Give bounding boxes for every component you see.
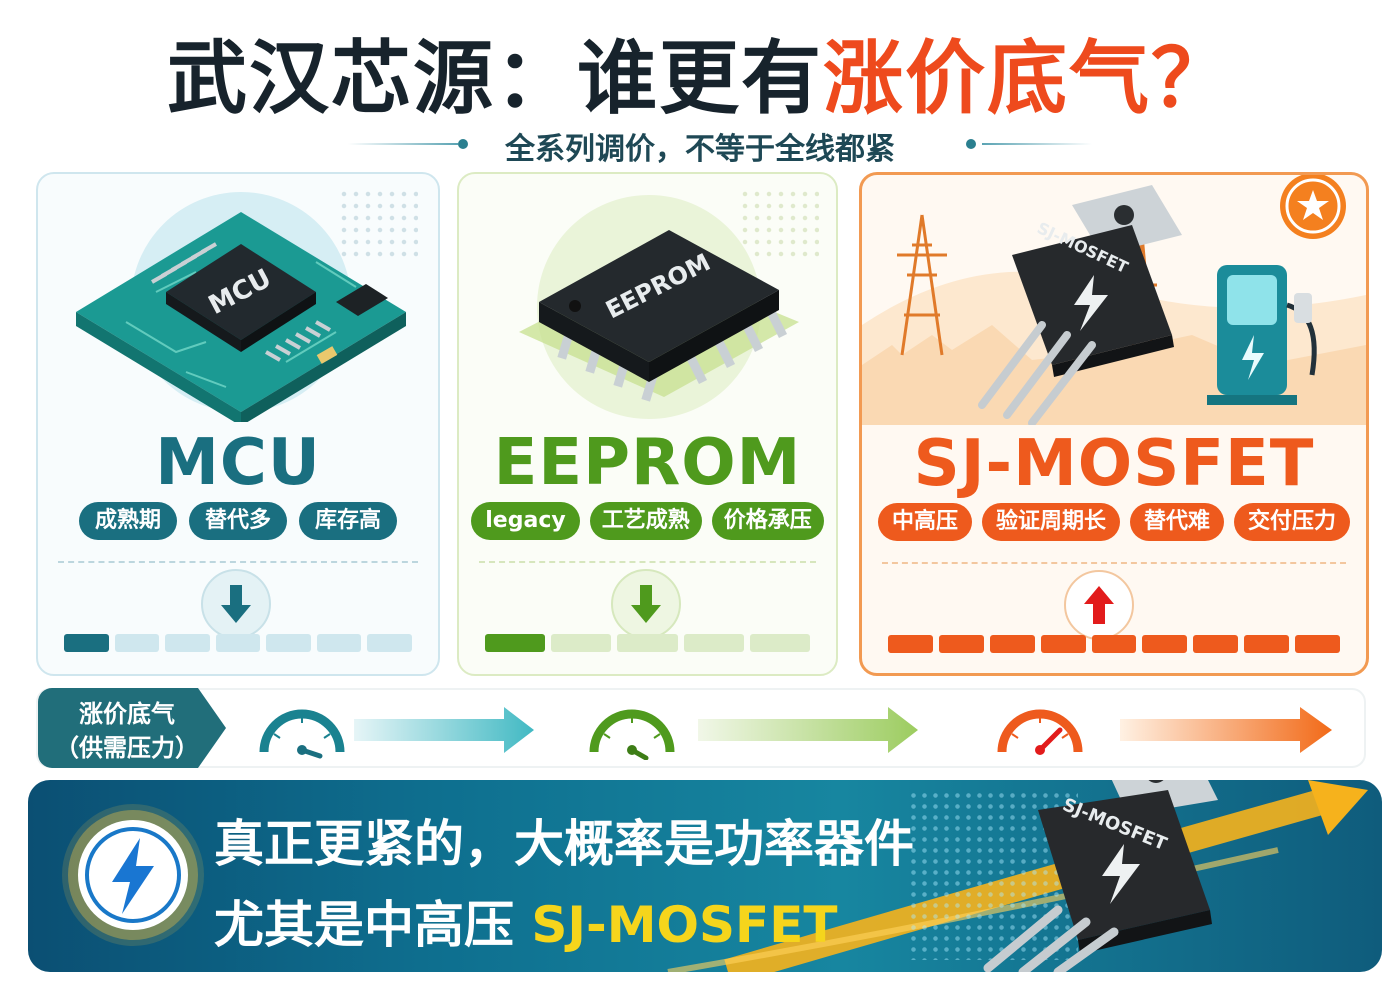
sj-mosfet-illustration: SJ-MOSFET [862, 185, 1366, 425]
arrow-down-icon [201, 569, 271, 639]
pressure-segment [749, 634, 811, 652]
card-eeprom: EEPROM EEPROM legacy 工艺成熟 价格承压 [457, 172, 838, 676]
banner-line2-prefix: 尤其是中高压 [214, 896, 532, 954]
pressure-segment [1295, 635, 1341, 653]
tag-row-eeprom: legacy 工艺成熟 价格承压 [459, 502, 836, 540]
banner-sj-mosfet-chip: SJ-MOSFET [983, 780, 1218, 972]
band-label-line1: 涨价底气 [79, 700, 175, 728]
pressure-segment [1142, 635, 1188, 653]
chip-name-eeprom: EEPROM [493, 426, 802, 500]
divider [58, 561, 418, 563]
chip-name-sj-mosfet: SJ-MOSFET [913, 427, 1315, 501]
pressure-segment [888, 635, 933, 653]
decor-dots [338, 188, 418, 258]
decor-dots [739, 188, 819, 258]
pressure-segment [266, 634, 311, 652]
star-icon [1280, 175, 1346, 239]
gauge-icon [589, 709, 675, 760]
band-label: 涨价底气 （供需压力） [38, 688, 226, 768]
pressure-segment [367, 634, 413, 652]
pressure-segment [64, 634, 109, 652]
pressure-segment [683, 634, 744, 652]
title-dark-part: 武汉芯源：谁更有 [167, 32, 823, 125]
pressure-segment [1244, 635, 1290, 653]
subtitle-row: 全系列调价，不等于全线都紧 [0, 122, 1400, 167]
tag-sj-1: 中高压 [877, 503, 972, 541]
sj-mosfet-chip: SJ-MOSFET [978, 185, 1182, 425]
pressure-segment [1091, 635, 1137, 653]
subtitle-left-line [348, 143, 458, 145]
arrow-down-icon [611, 569, 681, 639]
band-arrow-mcu [354, 707, 534, 753]
gauge-icon [997, 709, 1083, 755]
tag-eeprom-2: 工艺成熟 [589, 502, 702, 540]
eeprom-chip-illustration: EEPROM [519, 195, 799, 419]
ev-charger-icon [1207, 265, 1317, 405]
pressure-segment [215, 634, 261, 652]
pressure-segment [1193, 635, 1239, 653]
conclusion-banner: 真正更紧的，大概率是功率器件 尤其是中高压 SJ-MOSFET SJ-MOSFE… [28, 780, 1382, 972]
band-label-line2: （供需压力） [55, 734, 199, 762]
tag-sj-4: 交付压力 [1234, 503, 1351, 541]
pressure-bar-eeprom [485, 634, 811, 652]
pressure-segment [938, 635, 984, 653]
tag-mcu-3: 库存高 [299, 502, 398, 540]
tag-sj-3: 替代难 [1130, 503, 1225, 541]
tag-row-mcu: 成熟期 替代多 库存高 [38, 502, 438, 540]
card-sj-mosfet: SJ-MOSFET SJ-MOSFET 中高压 验证周期长 替代难 交付压力 [859, 172, 1369, 676]
page-title: 武汉芯源：谁更有涨价底气？ [0, 14, 1400, 130]
divider [479, 561, 816, 563]
band-arrow-sj-mosfet [1120, 707, 1332, 753]
subtitle-right-dot [966, 139, 976, 149]
pressure-band: 涨价底气 （供需压力） [36, 688, 1366, 768]
band-arrow-eeprom [698, 707, 918, 753]
pressure-segment [114, 634, 160, 652]
arrow-up-icon [1064, 570, 1134, 640]
subtitle-left-dot [458, 139, 468, 149]
subtitle-right-line [982, 143, 1092, 145]
pressure-segment [551, 634, 612, 652]
mcu-chip-illustration: MCU [76, 192, 406, 422]
tag-mcu-2: 替代多 [188, 502, 287, 540]
pressure-segment [1040, 635, 1086, 653]
tag-sj-2: 验证周期长 [981, 503, 1120, 541]
pressure-segment [989, 635, 1035, 653]
tag-row-sj-mosfet: 中高压 验证周期长 替代难 交付压力 [862, 503, 1366, 541]
banner-highlight: SJ-MOSFET [531, 896, 838, 954]
pressure-segment [485, 634, 546, 652]
tag-mcu-1: 成熟期 [78, 502, 177, 540]
subtitle: 全系列调价，不等于全线都紧 [505, 132, 895, 167]
tag-eeprom-1: legacy [471, 502, 580, 540]
pressure-segment [316, 634, 362, 652]
chip-name-mcu: MCU [155, 426, 321, 500]
pressure-segment [617, 634, 678, 652]
pressure-bar-sj-mosfet [888, 635, 1341, 653]
divider [882, 562, 1346, 564]
lightning-icon [78, 820, 188, 930]
gauge-icon [259, 709, 345, 759]
pressure-segment [165, 634, 210, 652]
tag-eeprom-3: 价格承压 [711, 502, 824, 540]
pressure-bar-mcu [64, 634, 413, 652]
banner-line2: 尤其是中高压 SJ-MOSFET [214, 885, 837, 957]
title-hot-part: 涨价底气？ [823, 32, 1233, 125]
card-mcu: MCU MCU 成熟期 替代多 库存高 [36, 172, 440, 676]
banner-line1: 真正更紧的，大概率是功率器件 [214, 815, 914, 873]
